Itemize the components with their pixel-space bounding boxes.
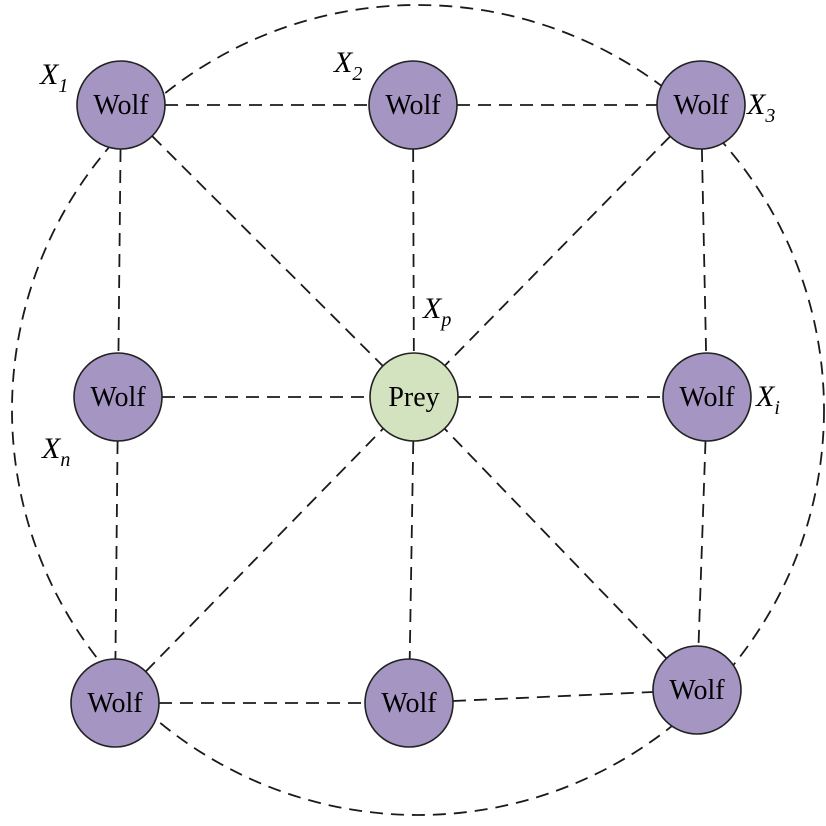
position-label-base: X: [333, 46, 354, 79]
position-label-xp: Xp: [422, 292, 451, 331]
edge-w1-wn: [117, 148, 122, 354]
edge-w3-wi: [701, 148, 707, 354]
position-label-base: X: [746, 88, 767, 121]
prey-node-prey: Prey: [369, 352, 459, 442]
position-label-x3: X3: [746, 88, 775, 127]
wolf-circle: [656, 60, 746, 150]
edge-w1-prey: [151, 135, 384, 367]
edge-w3-prey: [444, 135, 671, 367]
wolf-label: Wolf: [385, 90, 441, 121]
wolf-circle: [368, 60, 458, 150]
position-label-xn: Xn: [41, 432, 70, 471]
edge-prey-bm: [408, 440, 415, 660]
edge-bm-br: [452, 691, 654, 702]
wolf-node-bm: Wolf: [364, 658, 454, 748]
position-label-subscript: 2: [352, 63, 362, 85]
wolf-label: Wolf: [381, 688, 437, 719]
position-label-subscript: i: [774, 397, 780, 419]
wolf-node-wn: Wolf: [73, 352, 163, 442]
position-label-subscript: 3: [764, 105, 775, 127]
wolf-node-w3: Wolf: [656, 60, 746, 150]
position-label-base: X: [41, 432, 62, 465]
wolf-circle: [70, 658, 160, 748]
wolf-circle: [73, 352, 163, 442]
edge-w2-prey: [412, 148, 415, 354]
edge-group: [114, 104, 707, 704]
position-label-subscript: 1: [58, 75, 68, 97]
wolf-node-w2: Wolf: [368, 60, 458, 150]
wolf-node-br: Wolf: [652, 645, 742, 735]
edge-br-prey: [443, 428, 668, 659]
edge-wn-bl: [114, 440, 119, 660]
edge-wi-br: [697, 440, 707, 647]
prey-label: Prey: [388, 382, 439, 413]
position-label-subscript: p: [439, 309, 451, 331]
position-label-base: X: [39, 58, 60, 91]
wolf-node-w1: Wolf: [76, 60, 166, 150]
wolf-label: Wolf: [90, 382, 146, 413]
prey-circle: [369, 352, 459, 442]
wolf-label: Wolf: [93, 90, 149, 121]
position-label-subscript: n: [60, 449, 70, 471]
wolf-label: Wolf: [679, 382, 735, 413]
wolf-node-wi: Wolf: [662, 352, 752, 442]
wolf-circle: [662, 352, 752, 442]
wolf-label: Wolf: [87, 688, 143, 719]
wolf-label: Wolf: [673, 90, 729, 121]
encircling-boundary: [11, 4, 825, 816]
position-label-x1: X1: [39, 58, 68, 97]
position-label-x2: X2: [333, 46, 362, 85]
wolf-circle: [652, 645, 742, 735]
wolf-circle: [76, 60, 166, 150]
edge-bl-prey: [145, 427, 384, 673]
position-label-xi: Xi: [755, 380, 780, 419]
position-label-base: X: [755, 380, 776, 413]
position-label-base: X: [422, 292, 443, 325]
wolf-label: Wolf: [669, 675, 725, 706]
wolf-node-bl: Wolf: [70, 658, 160, 748]
wolf-circle: [364, 658, 454, 748]
